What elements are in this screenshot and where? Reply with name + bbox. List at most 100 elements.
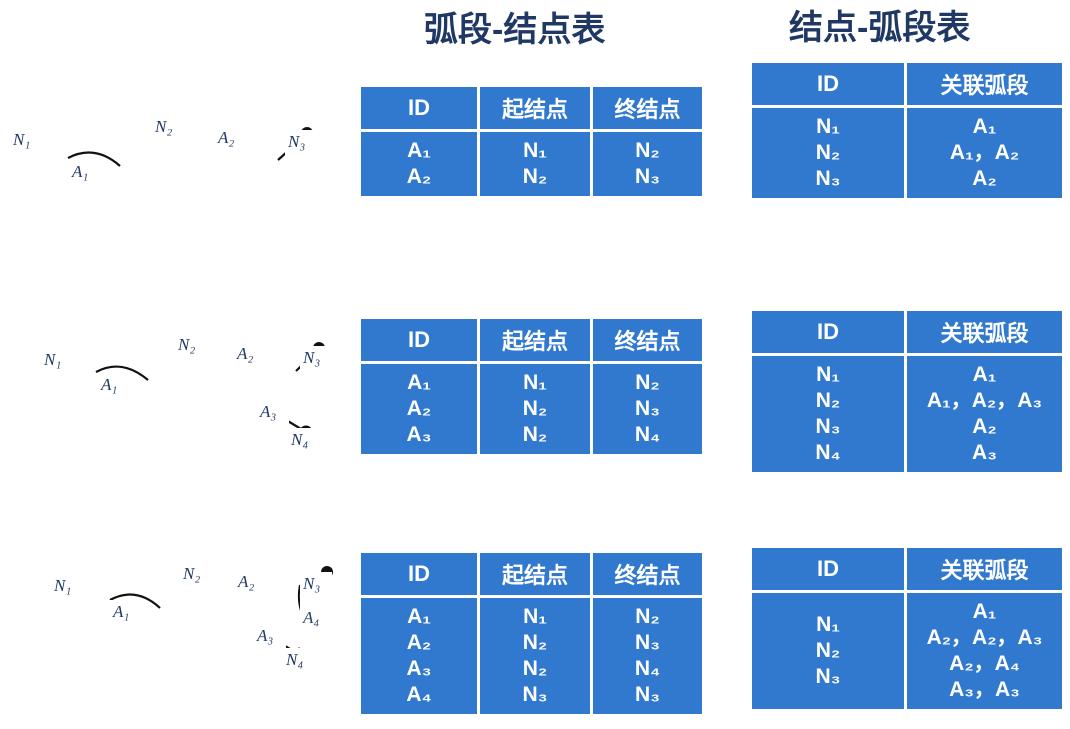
arc-a3-curve [257,402,307,433]
value: A₁ [407,605,431,628]
value: N₃ [635,683,660,706]
table-row: A₁ A₂ A₃ A₄ N₁ N₂ N₂ N₃ N₂ N₃ N₄ N₃ [361,598,702,714]
value: N₁ [816,115,840,138]
node-marker-n4 [299,425,313,439]
value: N₁ [523,371,547,394]
map-label-a1: A₁ [69,160,107,202]
diagram-row-2: N₁ A₁ N₂ A₂ N₃ A₃ N₄ [0,0,350,729]
node-arc-table-2: ID 关联弧段 N₁ N₂ N₃ N₄ A₁ A₁，A₂，A₃ A₂ A₃ [749,308,1065,475]
value: A₃ [972,441,997,464]
value: N₃ [522,683,548,706]
value: N₁ [523,605,547,628]
col-header-related-arcs: 关联弧段 [907,311,1062,353]
cell-node-ids: N₁ N₂ N₃ [752,593,904,709]
col-header-id: ID [752,311,904,353]
cell-ids: A₁ A₂ A₃ A₄ [361,598,477,714]
map-label-a2: A₂ [215,126,249,166]
value: N₃ [815,167,841,190]
col-header-id: ID [752,548,904,590]
diagram-row-1: N₁ A₁ N₂ A₂ N₃ [0,0,350,729]
value: N₃ [635,165,660,188]
map-label-a2: A₂ [234,342,268,382]
value: N₁ [816,613,840,636]
value: N₂ [522,657,548,680]
col-header-id: ID [361,553,477,595]
value: A₂ [406,631,432,654]
table-row: A₁ A₂ N₁ N₂ N₂ N₃ [361,132,702,196]
map-label-a2: A₂ [235,570,267,608]
value: N₄ [634,423,661,446]
diagram-row-3: N₁ A₁ N₂ A₂ N₃ A₄ A₃ N₄ [0,0,350,729]
cell-end-nodes: N₂ N₃ N₄ N₃ [593,598,702,714]
node-marker-n3 [321,566,333,578]
node-marker-n4 [293,647,307,661]
value: A₁ [407,371,431,394]
value: A₁，A₂ [949,141,1020,164]
node-marker-n3 [301,127,313,139]
value: A₃，A₃ [949,678,1020,701]
value: N₃ [815,665,841,688]
value: N₃ [635,397,660,420]
arc-lines-row-3 [109,566,333,661]
value: N₁ [523,139,547,162]
table-header-row: ID 起结点 终结点 [361,87,702,129]
col-header-start-node: 起结点 [480,87,590,129]
table-header-row: ID 关联弧段 [752,311,1062,353]
node-arc-table-1: ID 关联弧段 N₁ N₂ N₃ A₁ A₁，A₂ A₂ [749,60,1065,201]
value: N₂ [522,423,548,446]
table-row: N₁ N₂ N₃ N₄ A₁ A₁，A₂，A₃ A₂ A₃ [752,356,1062,472]
map-label-n2: N₂ [152,115,186,155]
cell-ids: A₁ A₂ [361,132,477,196]
map-label-n4: N₄ [288,428,320,466]
map-label-n1: N₁ [10,128,46,168]
value: A₂ [972,415,997,438]
arc-node-table-title: 弧段-结点表 [424,11,606,49]
table-header-row: ID 关联弧段 [752,548,1062,590]
map-label-n2: N₂ [175,333,209,375]
col-header-id: ID [361,319,477,361]
table-row: N₁ N₂ N₃ A₁ A₁，A₂ A₂ [752,108,1062,198]
arc-lines-row-1 [67,127,313,167]
cell-related-arcs: A₁ A₁，A₂ A₂ [907,108,1062,198]
col-header-end-node: 终结点 [593,87,702,129]
map-label-a4: A₄ [300,606,332,658]
table-row: A₁ A₂ A₃ N₁ N₂ N₂ N₂ N₃ N₄ [361,364,702,454]
arc-a1-curve [67,151,121,167]
col-header-related-arcs: 关联弧段 [907,548,1062,590]
value: N₂ [635,371,660,394]
arc-a3-curve [254,627,301,656]
value: A₃ [406,423,432,446]
col-header-id: ID [752,63,904,105]
map-label-n3: N₃ [300,346,332,384]
arc-a1-curve [95,365,149,381]
map-label-a1: A₁ [98,373,134,413]
col-header-related-arcs: 关联弧段 [907,63,1062,105]
arc-node-table-3: ID 起结点 终结点 A₁ A₂ A₃ A₄ N₁ N₂ N₂ N₃ N₂ N₃… [358,550,705,717]
value: N₂ [522,397,548,420]
value: A₄ [406,683,432,706]
value: N₂ [815,141,841,164]
col-header-id: ID [361,87,477,129]
table-header-row: ID 关联弧段 [752,63,1062,105]
value: A₁ [972,600,997,623]
cell-end-nodes: N₂ N₃ [593,132,702,196]
value: N₃ [635,631,660,654]
cell-related-arcs: A₁ A₂，A₂，A₃ A₂，A₄ A₃，A₃ [907,593,1062,709]
value: A₁ [407,139,431,162]
arc-a2-curve [277,132,309,161]
col-header-end-node: 终结点 [593,319,702,361]
map-label-n3: N₃ [285,130,317,168]
cell-related-arcs: A₁ A₁，A₂，A₃ A₂ A₃ [907,356,1062,472]
cell-start-nodes: N₁ N₂ N₂ N₃ [480,598,590,714]
arc-node-table-1: ID 起结点 终结点 A₁ A₂ N₁ N₂ N₂ N₃ [358,84,705,199]
map-label-n3: N₃ [300,572,332,608]
node-arc-table-3: ID 关联弧段 N₁ N₂ N₃ A₁ A₂，A₂，A₃ A₂，A₄ A₃，A₃ [749,545,1065,712]
value: N₄ [634,657,661,680]
value: N₂ [815,639,841,662]
table-header-row: ID 起结点 终结点 [361,553,702,595]
value: N₁ [816,363,840,386]
map-label-n2: N₂ [180,562,212,602]
table-row: N₁ N₂ N₃ A₁ A₂，A₂，A₃ A₂，A₄ A₃，A₃ [752,593,1062,709]
node-arc-table-title: 结点-弧段表 [789,9,971,47]
map-label-n1: N₁ [41,348,77,386]
